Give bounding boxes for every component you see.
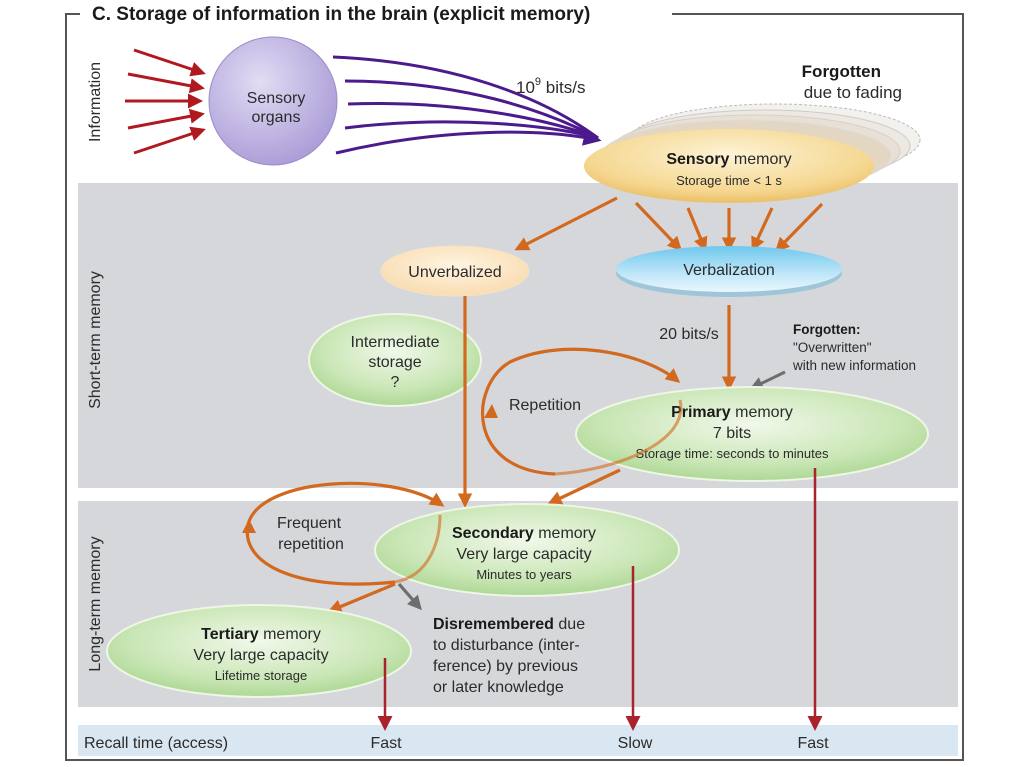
sensory-arrow (344, 79, 599, 140)
sensory-memory-sub: Storage time < 1 s (676, 173, 782, 188)
disremembered-line3: ference) by previous (433, 658, 578, 675)
primary-memory-node (575, 386, 929, 482)
tertiary-memory-capacity: Very large capacity (193, 647, 328, 664)
input-arrow (133, 48, 206, 77)
overwritten-arrow (749, 370, 786, 390)
frame (65, 13, 964, 761)
sensory-memory-node (584, 129, 874, 203)
primary-memory-sub: Storage time: seconds to minutes (636, 446, 829, 461)
recall-primary-value: Fast (797, 735, 829, 752)
secondary-memory-capacity: Very large capacity (456, 546, 591, 563)
frequent-repetition-line2: repetition (278, 536, 344, 553)
sensory-organs-line1: Sensory (247, 90, 306, 107)
flow-arrows (514, 196, 824, 253)
intermediate-line2: storage (368, 354, 421, 371)
sensory-arrow (335, 128, 602, 155)
secondary-memory-node (374, 503, 680, 597)
forgotten-fading-text: due to fading (804, 83, 902, 102)
frequent-repetition-loop-tail (394, 514, 442, 584)
diagram-title: C. Storage of information in the brain (… (92, 4, 590, 25)
repetition-loop-arrow (481, 347, 681, 476)
repetition-loop-tail (554, 399, 683, 476)
recall-tertiary-value: Fast (370, 735, 402, 752)
sensory-transfer-arrows (332, 55, 602, 155)
input-arrow (127, 108, 205, 130)
sensory-arrow (344, 120, 599, 140)
to-verbalization-arrow (774, 202, 824, 253)
intermediate-line1: Intermediate (351, 334, 440, 351)
unverbalized-label: Unverbalized (408, 264, 501, 281)
recall-secondary-value: Slow (618, 735, 653, 752)
rate-in-label: 109 bits/s (516, 76, 585, 97)
sensory-organs-line2: organs (252, 109, 301, 126)
to-verbalization-arrow (634, 201, 682, 252)
unverbalized-node (380, 245, 530, 297)
primary-memory-title: Primary memory (671, 404, 793, 421)
forgotten-overwritten-line2: "Overwritten" (793, 340, 872, 355)
intermediate-line3: ? (391, 374, 400, 391)
forgotten-overwritten-line3: with new information (792, 358, 916, 373)
label-short-term-memory: Short-term memory (87, 271, 104, 409)
tertiary-memory-title: Tertiary memory (201, 626, 321, 643)
recall-time-label: Recall time (access) (84, 735, 228, 752)
disremembered-line4: or later knowledge (433, 679, 564, 696)
sensory-arrow (332, 55, 599, 140)
input-arrow (133, 126, 206, 155)
sensory-arrow (347, 102, 599, 140)
intermediate-storage-node (308, 313, 482, 407)
forgotten-fading-title: Forgotten (802, 62, 881, 81)
sensory-organs-node (208, 36, 338, 166)
input-arrow (127, 72, 205, 94)
tertiary-memory-sub: Lifetime storage (215, 668, 308, 683)
secondary-memory-title: Secondary memory (452, 525, 596, 542)
disremembered-line1: Disremembered due (433, 616, 585, 633)
to-verbalization-arrow (751, 207, 774, 252)
forgotten-overwritten-title: Forgotten: (793, 322, 860, 337)
primary-to-secondary-arrow (547, 468, 621, 505)
disremembered-line2: to disturbance (inter- (433, 637, 580, 654)
rate-verbal-label: 20 bits/s (659, 326, 719, 343)
input-arrows (125, 48, 206, 155)
verbalization-label: Verbalization (683, 262, 775, 279)
repetition-arrowhead (484, 404, 498, 418)
to-unverbalized-arrow (514, 196, 618, 251)
sensory-memory-title: Sensory memory (666, 151, 791, 168)
verbalization-node (616, 246, 842, 292)
tertiary-memory-node (106, 604, 412, 698)
to-verbalization-arrow (686, 207, 708, 252)
secondary-memory-sub: Minutes to years (476, 567, 572, 582)
label-information: Information (87, 62, 104, 142)
disremembered-arrow (397, 582, 422, 611)
secondary-to-tertiary-arrow (327, 582, 396, 614)
primary-memory-capacity: 7 bits (713, 425, 751, 442)
repetition-label: Repetition (509, 397, 581, 414)
label-long-term-memory: Long-term memory (87, 536, 104, 671)
frequent-repetition-arrowhead (242, 519, 256, 533)
frequent-repetition-line1: Frequent (277, 515, 342, 532)
